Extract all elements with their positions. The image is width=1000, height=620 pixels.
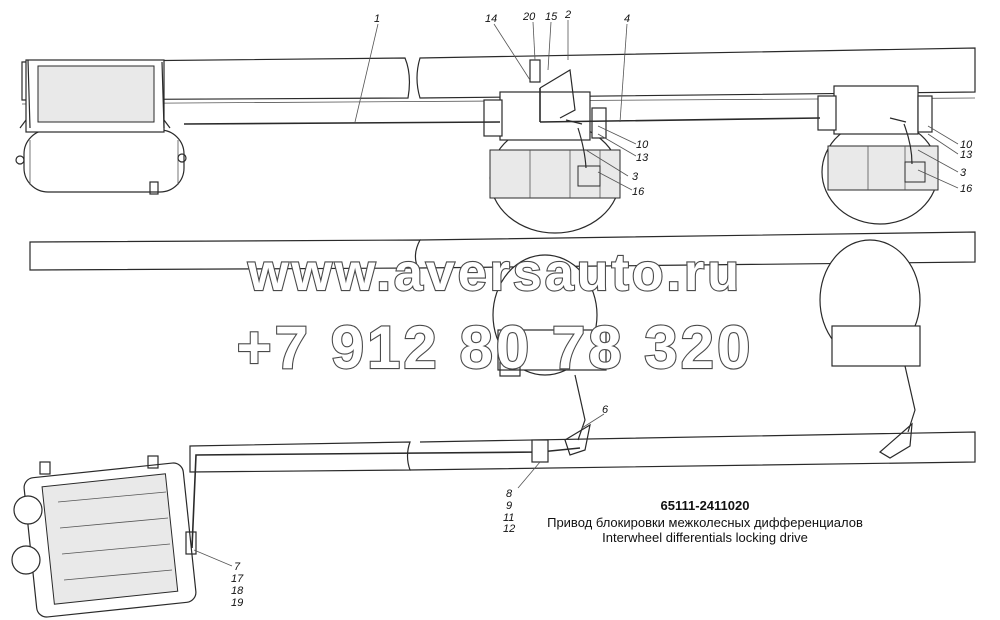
callout-12: 12 xyxy=(503,523,515,535)
callout-10-rear: 10 xyxy=(960,139,973,151)
air-line-top xyxy=(183,88,821,125)
watermark-url: www.aversauto.ru xyxy=(247,244,742,302)
callout-14: 14 xyxy=(485,13,497,25)
axle-rear-top xyxy=(817,85,939,225)
callout-17: 17 xyxy=(231,573,244,585)
callout-16-front: 16 xyxy=(632,186,645,198)
callout-leaders xyxy=(193,20,959,567)
callout-9: 9 xyxy=(506,500,512,512)
callout-20: 20 xyxy=(522,11,536,23)
watermark-phone: +7 912 80 78 320 xyxy=(237,314,754,381)
callout-8: 8 xyxy=(506,488,513,500)
callout-19: 19 xyxy=(231,597,243,609)
axle-front-bottom xyxy=(492,254,607,456)
callout-18: 18 xyxy=(231,585,244,597)
callout-13-front: 13 xyxy=(636,152,649,164)
callout-4: 4 xyxy=(624,13,630,25)
callout-15: 15 xyxy=(545,11,558,23)
axle-rear-bottom xyxy=(819,239,921,459)
axle-front-top xyxy=(483,59,621,234)
air-receiver-top xyxy=(15,59,187,195)
callout-2: 2 xyxy=(564,9,571,21)
air-receiver-bottom xyxy=(11,455,197,618)
callout-3-front: 3 xyxy=(632,171,639,183)
callout-6: 6 xyxy=(602,404,609,416)
callout-10-front: 10 xyxy=(636,139,649,151)
part-number: 65111-2411020 xyxy=(660,498,750,513)
callout-11: 11 xyxy=(503,512,514,524)
callout-16-rear: 16 xyxy=(960,183,973,195)
callout-7: 7 xyxy=(234,561,241,573)
callout-3-rear: 3 xyxy=(960,167,967,179)
frame-rail-bottom xyxy=(29,231,976,473)
callout-1: 1 xyxy=(374,13,380,25)
caption-title-ru: Привод блокировки межколесных дифференци… xyxy=(547,515,863,530)
callout-13-rear: 13 xyxy=(960,149,973,161)
caption-title-en: Interwheel differentials locking drive xyxy=(602,530,808,545)
valve-bottom xyxy=(531,439,549,463)
drawing-caption: 65111-2411020 Привод блокировки межколес… xyxy=(520,498,890,545)
